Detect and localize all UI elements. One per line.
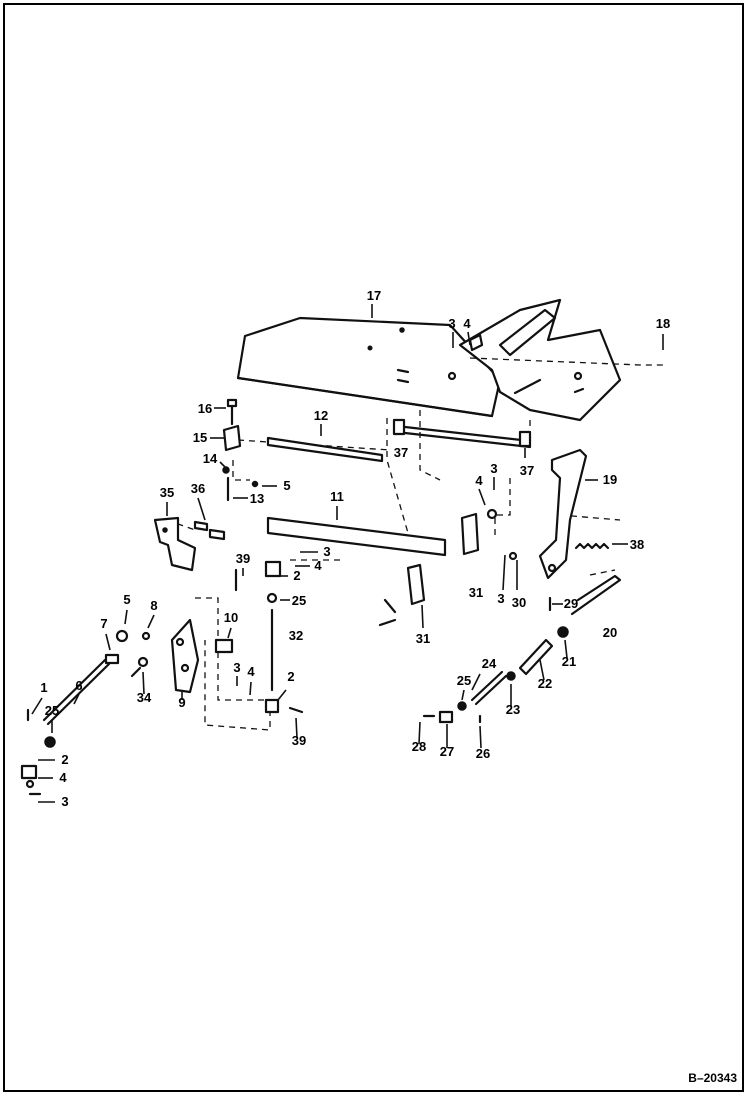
part-callout: 16 (198, 401, 212, 416)
part-callout: 37 (520, 463, 534, 478)
part-callout: 38 (630, 537, 644, 552)
part-callout: 19 (603, 472, 617, 487)
part-callout: 4 (247, 664, 255, 679)
plate (170, 618, 200, 694)
part-callout: 5 (283, 478, 290, 493)
part-callout: 4 (314, 558, 322, 573)
callout-leader (564, 639, 568, 659)
part-callout: 10 (224, 610, 238, 625)
part-callout: 27 (440, 744, 454, 759)
callout-leader (479, 725, 482, 749)
part-callout: 25 (45, 703, 59, 718)
part-callout: 5 (123, 592, 130, 607)
part-callout: 1 (40, 680, 47, 695)
callout-leader (219, 461, 227, 469)
part-callout: 9 (178, 695, 185, 710)
callout-leader (421, 604, 424, 629)
callout-leader (502, 554, 506, 591)
rod (266, 436, 384, 463)
callout-leader (73, 693, 80, 705)
part-callout: 21 (562, 654, 576, 669)
part-callout: 6 (75, 678, 82, 693)
cross-shaft (392, 418, 532, 449)
part-callout: 32 (289, 628, 303, 643)
callout-leader (277, 689, 287, 701)
part-callout: 4 (59, 770, 67, 785)
part-callout: 11 (330, 489, 344, 504)
part-callout: 35 (160, 485, 174, 500)
part-callout: 20 (603, 625, 617, 640)
callout-leader (105, 633, 111, 651)
callout-leader (197, 497, 206, 521)
part-callout: 7 (100, 616, 107, 631)
part-callout: 39 (236, 551, 250, 566)
part-callout: 30 (512, 595, 526, 610)
bar (266, 516, 447, 557)
callout-leader (31, 697, 43, 715)
part-callout: 3 (233, 660, 240, 675)
part-callout: 36 (191, 481, 205, 496)
part-callout: 12 (314, 408, 328, 423)
part-callout: 4 (463, 316, 471, 331)
part-callout: 26 (476, 746, 490, 761)
drawing-frame (3, 3, 744, 1092)
callout-leader (227, 627, 232, 639)
callout-leader (418, 721, 421, 745)
part-callout: 3 (497, 591, 504, 606)
part-callout: 2 (61, 752, 68, 767)
part-callout: 2 (293, 568, 300, 583)
part-callout: 25 (292, 593, 306, 608)
part-callout: 3 (323, 544, 330, 559)
part-callout: 17 (367, 288, 381, 303)
callout-leader (471, 673, 481, 691)
part-callout: 39 (292, 733, 306, 748)
callout-leader (142, 671, 145, 695)
part-callout: 15 (193, 430, 207, 445)
callout-leader (249, 681, 252, 696)
part-callout: 22 (538, 676, 552, 691)
callout-leader (539, 659, 545, 681)
part-callout: 4 (475, 473, 483, 488)
callout-leader (295, 717, 298, 739)
part-callout: 3 (61, 794, 68, 809)
part-callout: 25 (457, 673, 471, 688)
part-callout: 34 (137, 690, 152, 705)
part-callout: 28 (412, 739, 426, 754)
part-callout: 24 (482, 656, 497, 671)
callout-leader (147, 614, 155, 629)
part-callout: 3 (448, 316, 455, 331)
part-callout: 31 (416, 631, 430, 646)
part-callout: 13 (250, 491, 264, 506)
callout-leader (461, 689, 465, 701)
side-plate (458, 298, 622, 422)
bracket (153, 516, 197, 572)
part-callout: 2 (287, 669, 294, 684)
callout-leader (124, 609, 128, 625)
part-callout: 14 (203, 451, 218, 466)
drawing-reference: B–20343 (688, 1071, 737, 1085)
part-callout: 3 (490, 461, 497, 476)
part-callout: 8 (150, 598, 157, 613)
part-callout: 23 (506, 702, 520, 717)
part-callout: 37 (394, 445, 408, 460)
part-callout: 18 (656, 316, 670, 331)
part-callout: 31 (469, 585, 483, 600)
callout-leader (467, 331, 471, 346)
lever (538, 448, 588, 580)
callout-leader (478, 488, 486, 506)
part-callout: 29 (564, 596, 578, 611)
